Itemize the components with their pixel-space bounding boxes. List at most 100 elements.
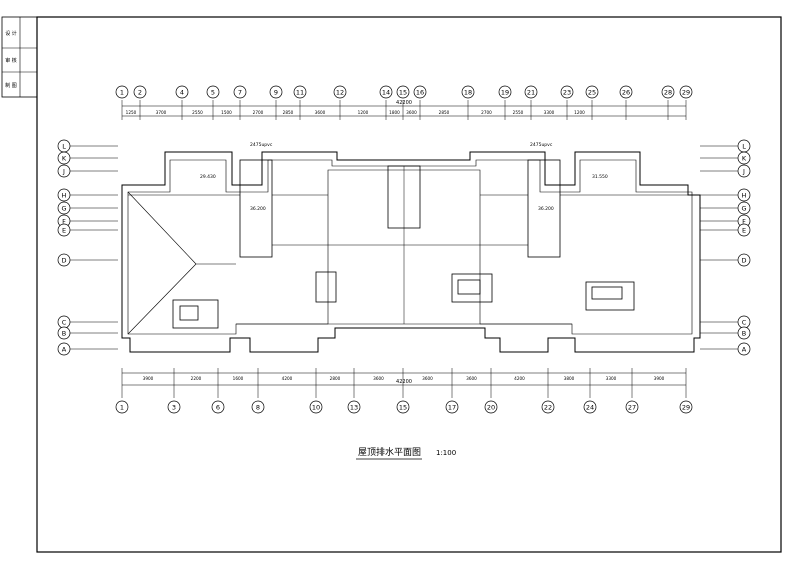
outer-wall — [121, 151, 701, 353]
right-axis-G-bubble — [737, 201, 751, 215]
top-dimension-5: 2850 — [283, 110, 294, 115]
bottom-dimension-10: 3300 — [606, 376, 617, 381]
top-axis-19-label: 19 — [501, 89, 509, 97]
bottom-axis-10-bubble — [309, 400, 323, 414]
hip-roof-left — [127, 191, 236, 335]
top-dimension-4: 2700 — [253, 110, 264, 115]
right-axis-J-bubble — [737, 164, 751, 178]
bottom-axis-29-label: 29 — [682, 404, 690, 412]
top-axis-18-label: 18 — [464, 89, 472, 97]
bottom-axis-13-label: 13 — [350, 404, 358, 412]
top-dimension-10: 2850 — [439, 110, 450, 115]
left-axis-J-bubble — [57, 164, 71, 178]
inner-parapet — [127, 159, 693, 335]
roof-outline — [121, 151, 701, 353]
left-axis-K-bubble — [57, 151, 71, 165]
top-axis-26-label: 26 — [622, 89, 630, 97]
drawing-title: 屋顶排水平面图 — [358, 446, 421, 458]
left-axis-E-bubble — [57, 223, 71, 237]
roof-elevation-right: 36.200 — [538, 206, 554, 212]
bottom-axis-15-bubble — [396, 400, 410, 414]
bottom-axis-1-label: 1 — [120, 404, 124, 412]
top-axis-9-label: 9 — [274, 89, 278, 97]
elevation-right: 31.550 — [592, 174, 608, 180]
bottom-dimension-1: 2200 — [191, 376, 202, 381]
bottom-dimension-8: 4200 — [514, 376, 525, 381]
top-dimension-8: 1800 — [389, 110, 400, 115]
top-axis-4-label: 4 — [180, 89, 184, 97]
top-axis-2-bubble — [133, 85, 147, 99]
bottom-dimension-3: 4200 — [282, 376, 293, 381]
elevation-left: 29.430 — [200, 174, 216, 180]
bottom-dimension-9: 3800 — [564, 376, 575, 381]
top-axis-23-bubble — [560, 85, 574, 99]
drainage-lines — [128, 166, 692, 325]
title-block-draw: 制 图 — [5, 82, 17, 89]
bottom-axis-15-label: 15 — [399, 404, 407, 412]
left-axis-F-label: F — [62, 218, 66, 226]
top-axis-7-bubble — [233, 85, 247, 99]
left-axis-K-label: K — [62, 155, 67, 163]
bottom-dimension-0: 3900 — [143, 376, 154, 381]
top-dimension-11: 2700 — [481, 110, 492, 115]
pipe-left: 2475upvc — [250, 142, 273, 148]
left-axis-L-label: L — [62, 143, 66, 151]
overall-dimension-bottom: 42200 — [396, 379, 412, 385]
title-block: 设 计 审 核 制 图 — [1, 16, 38, 98]
right-axis-H-label: H — [742, 192, 747, 200]
bottom-axis-13-bubble — [347, 400, 361, 414]
bottom-axis-1-bubble — [115, 400, 129, 414]
skylights — [172, 271, 635, 329]
top-axis-28-label: 28 — [664, 89, 672, 97]
right-axis-K-bubble — [737, 151, 751, 165]
top-axis-21-label: 21 — [527, 89, 535, 97]
left-axis-D-bubble — [57, 253, 71, 267]
bottom-dimension-11: 3900 — [654, 376, 665, 381]
right-axis-C-label: C — [742, 319, 747, 327]
bottom-axis-3-label: 3 — [172, 404, 176, 412]
bottom-axis-6-bubble — [211, 400, 225, 414]
bottom-dimension-5: 3600 — [373, 376, 384, 381]
top-axis-26-bubble — [619, 85, 633, 99]
top-axis-16-bubble — [413, 85, 427, 99]
right-axis-E-bubble — [737, 223, 751, 237]
bottom-axis-20-bubble — [484, 400, 498, 414]
top-axis-11-label: 11 — [296, 89, 304, 97]
bottom-axis-10-label: 10 — [312, 404, 320, 412]
drawing-frame — [36, 16, 782, 553]
top-axis-29-label: 29 — [682, 89, 690, 97]
bottom-axis-29-bubble — [679, 400, 693, 414]
right-axis-A-bubble — [737, 342, 751, 356]
top-axis-16-label: 16 — [416, 89, 424, 97]
top-dimension-1: 3700 — [156, 110, 167, 115]
top-dimension-13: 3300 — [544, 110, 555, 115]
left-axis-B-bubble — [57, 326, 71, 340]
top-axis-1-bubble — [115, 85, 129, 99]
right-axis-F-label: F — [742, 218, 746, 226]
top-dimension-0: 1250 — [126, 110, 137, 115]
right-axis-J-label: J — [742, 168, 745, 176]
bottom-axis-8-label: 8 — [256, 404, 260, 412]
bottom-dimension-6: 3600 — [422, 376, 433, 381]
top-dimension-6: 3600 — [315, 110, 326, 115]
top-dimension-7: 1200 — [358, 110, 369, 115]
roof-elevation-left: 36.200 — [250, 206, 266, 212]
title-block-review: 审 核 — [5, 57, 17, 64]
left-axis-H-bubble — [57, 188, 71, 202]
right-axis-L-label: L — [742, 143, 746, 151]
top-axis-12-bubble — [333, 85, 347, 99]
left-axis-J-label: J — [62, 168, 65, 176]
bottom-axis-8-bubble — [251, 400, 265, 414]
top-axis-14-bubble — [379, 85, 393, 99]
left-axis-E-label: E — [62, 227, 66, 235]
left-axis-D-label: D — [61, 257, 66, 265]
top-axis-25-bubble — [585, 85, 599, 99]
right-axis-E-label: E — [742, 227, 746, 235]
top-axis-5-bubble — [206, 85, 220, 99]
right-axis-A-label: A — [742, 346, 747, 354]
bottom-axis-6-label: 6 — [216, 404, 220, 412]
right-axis-B-label: B — [742, 330, 746, 338]
top-axis-29-bubble — [679, 85, 693, 99]
